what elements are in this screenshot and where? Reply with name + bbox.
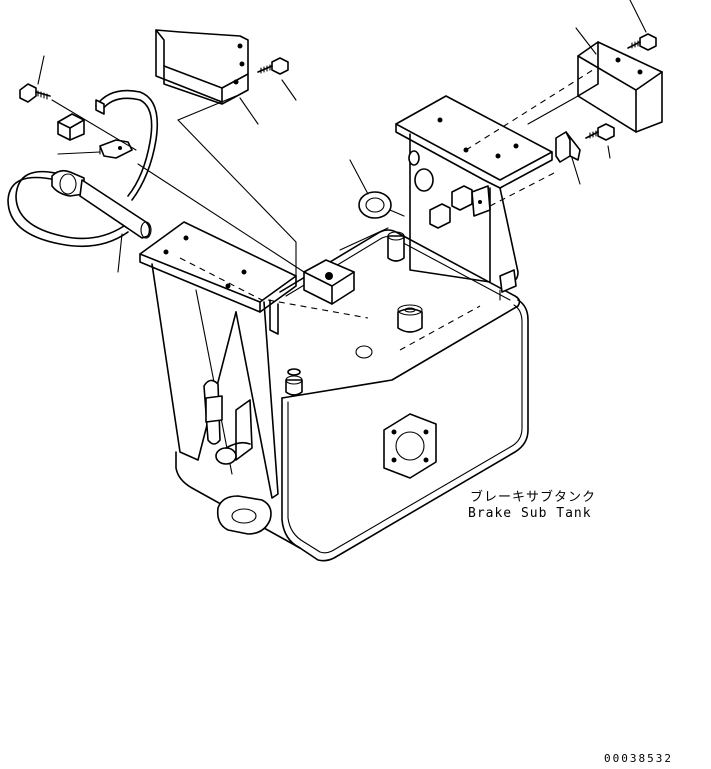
brake-sub-tank [175, 229, 529, 562]
cover-plate [577, 41, 663, 133]
rubber-pad [303, 259, 355, 305]
bolt-upper-center [257, 57, 289, 75]
bolt-right [585, 123, 615, 141]
bolt-upper-left [19, 83, 51, 103]
caption-english: Brake Sub Tank [468, 506, 592, 521]
switch-cable [57, 89, 159, 201]
rear-bracket [395, 67, 597, 293]
front-bracket [139, 221, 297, 499]
grommet [358, 191, 392, 219]
clip [555, 131, 581, 163]
level-sensor [7, 169, 152, 248]
caption-japanese: ブレーキサブタンク [470, 490, 597, 505]
leader-lines [37, 0, 647, 277]
drawing-number: 00038532 [604, 752, 673, 765]
upper-bracket [155, 29, 249, 105]
bolt-top-right [627, 33, 657, 51]
